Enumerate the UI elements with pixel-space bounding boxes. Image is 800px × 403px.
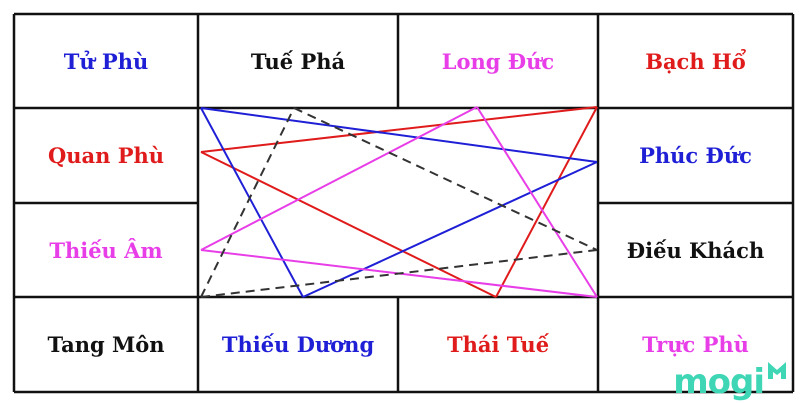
palace-tu-phu: Tử Phù — [63, 48, 149, 74]
connection-line — [200, 151, 497, 298]
connection-line — [200, 249, 598, 298]
palace-phuc-duc: Phúc Đức — [639, 143, 752, 168]
connection-line — [200, 106, 478, 251]
mogi-m-icon — [766, 353, 788, 379]
connection-line — [476, 106, 598, 298]
palace-thieu-am: Thiếu Âm — [49, 237, 163, 263]
palace-tue-pha: Tuế Phá — [250, 48, 346, 74]
palace-thieu-duong: Thiếu Dương — [221, 332, 375, 357]
grid-lines — [12, 12, 795, 394]
connection-line — [200, 107, 295, 298]
palace-tang-mon: Tang Môn — [47, 332, 165, 357]
connection-line — [200, 107, 304, 298]
palace-dieu-khach: Điếu Khách — [626, 237, 765, 263]
connection-line — [302, 161, 598, 298]
palace-bach-ho: Bạch Hổ — [645, 48, 746, 74]
connection-line — [200, 106, 598, 153]
palace-truc-phu: Trực Phù — [642, 332, 749, 357]
palace-quan-phu: Quan Phù — [47, 143, 165, 168]
connection-line — [293, 107, 598, 251]
palace-thai-tue: Thái Tuế — [446, 332, 550, 357]
connection-line — [200, 107, 598, 163]
mogi-logo: mogi — [673, 353, 788, 399]
connection-line — [495, 106, 598, 298]
mogi-logo-text: mogi — [673, 362, 765, 402]
palace-long-duc: Long Đức — [441, 48, 555, 74]
connection-lines — [200, 106, 598, 298]
